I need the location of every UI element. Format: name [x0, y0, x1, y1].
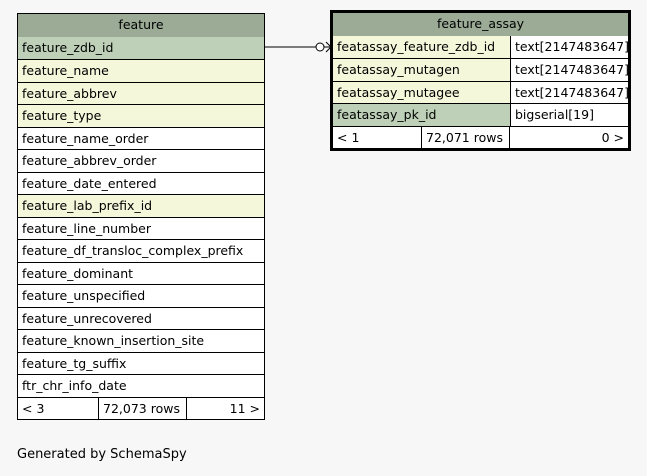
- feature-assay-table-footer: < 1 72,071 rows 0 >: [333, 125, 628, 148]
- feature-column-name[interactable]: feature_name: [22, 63, 109, 78]
- feature-column-row[interactable]: feature_abbrev: [18, 81, 264, 104]
- feature-column-name[interactable]: feature_df_transloc_complex_prefix: [22, 243, 244, 258]
- feature-column-name[interactable]: ftr_chr_info_date: [22, 378, 127, 393]
- feature-column-row[interactable]: feature_unrecovered: [18, 306, 264, 329]
- feature-column-name[interactable]: feature_tg_suffix: [22, 355, 127, 371]
- feature-column-row[interactable]: feature_abbrev_order: [18, 149, 264, 172]
- feature-row-count: 72,073 rows: [98, 397, 186, 419]
- feature-assay-table-header[interactable]: feature_assay: [333, 13, 628, 36]
- feature-assay-table-title[interactable]: feature_assay: [436, 16, 525, 31]
- feature-column-name[interactable]: feature_unrecovered: [22, 310, 152, 326]
- feature-assay-parents-link[interactable]: < 1: [333, 126, 421, 148]
- feature-column-name[interactable]: feature_date_entered: [22, 175, 157, 191]
- feature-assay-column-name[interactable]: featassay_mutagen: [333, 59, 510, 81]
- feature-column-name[interactable]: feature_line_number: [22, 220, 151, 236]
- feature-assay-column-type: text[2147483647]: [510, 81, 628, 103]
- feature-assay-row-count: 72,071 rows: [421, 126, 509, 148]
- feature-column-name[interactable]: feature_dominant: [22, 265, 134, 281]
- feature-column-row[interactable]: feature_type: [18, 104, 264, 127]
- feature-column-row[interactable]: feature_tg_suffix: [18, 351, 264, 374]
- feature-column-row[interactable]: feature_zdb_id: [18, 36, 264, 59]
- feature-column-row[interactable]: feature_date_entered: [18, 171, 264, 194]
- feature-column-name[interactable]: feature_name_order: [22, 130, 149, 146]
- feature-assay-children-link[interactable]: 0 >: [509, 126, 628, 148]
- feature-parents-link[interactable]: < 3: [18, 397, 98, 419]
- feature-table-title[interactable]: feature: [118, 17, 164, 32]
- feature-column-name[interactable]: feature_zdb_id: [22, 39, 114, 55]
- feature-column-row[interactable]: feature_known_insertion_site: [18, 329, 264, 352]
- feature-column-row[interactable]: feature_df_transloc_complex_prefix: [18, 239, 264, 262]
- feature-assay-column-name[interactable]: featassay_pk_id: [333, 104, 510, 126]
- feature-column-name[interactable]: feature_abbrev_order: [22, 153, 157, 168]
- feature-column-row[interactable]: feature_line_number: [18, 216, 264, 239]
- feature-column-name[interactable]: feature_type: [22, 108, 102, 123]
- feature-column-row[interactable]: feature_lab_prefix_id: [18, 194, 264, 217]
- feature-column-name[interactable]: feature_unspecified: [22, 288, 146, 303]
- feature-column-row[interactable]: feature_name: [18, 59, 264, 82]
- generated-by-label: Generated by SchemaSpy: [17, 447, 187, 462]
- feature-assay-column-type: text[2147483647]: [510, 59, 628, 81]
- feature-column-row[interactable]: feature_dominant: [18, 261, 264, 284]
- feature-column-name[interactable]: feature_lab_prefix_id: [22, 198, 153, 213]
- feature-assay-column-name[interactable]: featassay_mutagee: [333, 81, 510, 103]
- feature-column-row[interactable]: feature_name_order: [18, 126, 264, 149]
- feature-column-name[interactable]: feature_abbrev: [22, 85, 117, 101]
- feature-assay-column-name[interactable]: featassay_feature_zdb_id: [333, 35, 510, 58]
- feature-column-row[interactable]: ftr_chr_info_date: [18, 374, 264, 397]
- feature-table-footer: < 3 72,073 rows 11 >: [18, 396, 264, 419]
- feature-children-link[interactable]: 11 >: [186, 397, 264, 419]
- zero-cardinality-marker: [315, 42, 325, 52]
- feature-table-header[interactable]: feature: [18, 14, 264, 37]
- feature-column-row[interactable]: feature_unspecified: [18, 284, 264, 307]
- feature-column-name[interactable]: feature_known_insertion_site: [22, 333, 205, 348]
- feature-assay-column-type: bigserial[19]: [510, 104, 628, 126]
- feature-assay-column-type: text[2147483647]: [510, 35, 628, 58]
